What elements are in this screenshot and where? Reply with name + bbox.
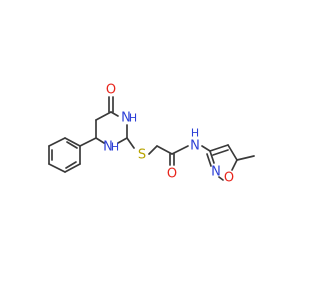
bond [156, 145, 173, 155]
bond [79, 137, 97, 147]
bond [231, 159, 238, 171]
atom-label-h-ring-lower: H [111, 141, 119, 154]
bond [209, 144, 229, 152]
bond [126, 137, 135, 149]
bond-double-inner [66, 141, 78, 149]
bond [48, 137, 66, 147]
bond-double-inner [206, 153, 212, 167]
bond [236, 155, 255, 161]
bond [95, 137, 105, 144]
atom-label-o-amide: O [167, 167, 177, 182]
atom-label-s-thioether: S [138, 148, 146, 163]
bond-double-inner [65, 161, 77, 169]
bond [148, 145, 158, 155]
atom-label-o-isoxazole: O [224, 171, 234, 186]
bond [95, 111, 112, 121]
atom-label-layer: O H N N H S O N H N O [103, 83, 234, 186]
atom-label-n-ring-lower: N [103, 140, 113, 155]
bond-double-inner [212, 149, 229, 156]
atom-label-n-isoxazole: N [211, 165, 221, 180]
atom-label-n-ring-upper: N [121, 111, 131, 126]
bond [201, 145, 211, 152]
atom-label-o-carbonyl: O [106, 83, 116, 98]
atom-label-n-amide: N [190, 139, 200, 154]
bond [110, 111, 119, 117]
bond [227, 144, 238, 161]
bond [117, 137, 128, 144]
bond [64, 163, 81, 173]
molecule-diagram: O H N N H S O N H N O [48, 83, 255, 186]
bond [218, 176, 224, 181]
bond [48, 163, 66, 173]
bond [209, 150, 215, 164]
bond-layer [48, 96, 255, 181]
atom-label-h-amide: H [191, 127, 199, 140]
bond [171, 145, 189, 155]
atom-label-h-ring-upper: H [129, 112, 137, 125]
bond [64, 137, 81, 147]
